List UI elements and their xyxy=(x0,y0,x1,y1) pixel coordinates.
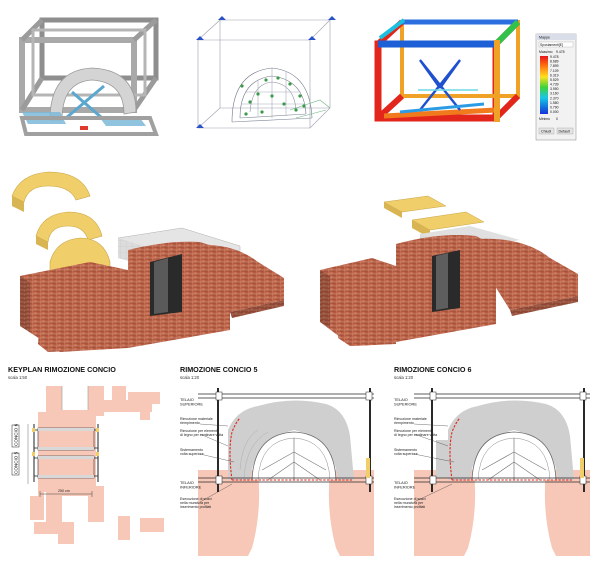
r6-telaio-sup-2: SUPERIORE xyxy=(394,402,417,407)
palette-min-label: Minimo xyxy=(539,117,550,121)
r5-note3b: volta superiore xyxy=(180,452,204,456)
r5-note3a: Sistemamento xyxy=(180,448,203,452)
palette-close-label: Chiudi xyxy=(541,129,551,133)
palette-values: 9.4788.6897.8997.1096.3195.5294.7393.950… xyxy=(550,55,559,114)
palette-value: 0.000 xyxy=(550,110,559,114)
palette-dialog: Mappe Spostamenti[E] Massimo 9.478 9.478… xyxy=(535,33,577,141)
removal5-scale: scala 1:20 xyxy=(180,375,200,380)
model-fem-wireframe xyxy=(197,19,331,129)
r6-note3a: Sistemamento xyxy=(394,448,417,452)
model-render-gray-frame xyxy=(19,17,159,136)
palette-value: 3.950 xyxy=(550,87,559,91)
palette-close-button[interactable] xyxy=(538,127,555,135)
keyplan-label-concio6: CONCIO 6 xyxy=(14,423,19,446)
section-drawing-concio5: RIMOZIONE CONCIO 5 scala 1:20 TELAIO SUP… xyxy=(180,365,374,556)
r5-telaio-sup-1: TELAIO xyxy=(180,397,194,402)
keyplan-dimension: 250 cm xyxy=(58,489,70,493)
palette-field: Spostamenti[E] xyxy=(540,43,563,47)
palette-field-select[interactable] xyxy=(538,41,574,48)
keyplan-drawing: KEYPLAN RIMOZIONE CONCIO scala 1:50 250 … xyxy=(8,365,164,544)
r5-note4c: inserimento profilati xyxy=(180,505,211,509)
voussoir-piece-2 xyxy=(35,211,103,243)
removal5-title: RIMOZIONE CONCIO 5 xyxy=(180,365,257,374)
r6-note1b: riempimento xyxy=(394,421,414,425)
palette-title: Mappe xyxy=(539,36,550,40)
palette-value: 8.689 xyxy=(550,60,559,64)
r6-telaio-inf-2: INFERIORE xyxy=(394,485,416,490)
r5-telaio-inf-2: INFERIORE xyxy=(180,485,202,490)
color-ramp xyxy=(540,56,548,114)
keyplan-title: KEYPLAN RIMOZIONE CONCIO xyxy=(8,365,116,374)
r6-note1a: Rimozione materiale xyxy=(394,417,427,421)
r6-note4c: inserimento profilati xyxy=(394,505,425,509)
removal6-scale: scala 1:20 xyxy=(394,375,414,380)
palette-value: 4.739 xyxy=(550,83,559,87)
r6-note2b: di legno per centinare volta xyxy=(394,433,437,437)
r5-telaio-inf-1: TELAIO xyxy=(180,480,194,485)
fem-supports xyxy=(196,16,336,128)
palette-value: 0.790 xyxy=(550,105,559,109)
removal6-title: RIMOZIONE CONCIO 6 xyxy=(394,365,471,374)
r5-note4a: Esecuzione di scavi xyxy=(180,497,212,501)
palette-default-label: Default xyxy=(559,129,570,133)
palette-max-label: Massimo xyxy=(539,50,553,54)
palette-min-value: 0 xyxy=(556,117,558,121)
model-stress-map xyxy=(374,18,521,122)
voussoir-piece-1 xyxy=(11,171,91,203)
palette-default-button[interactable] xyxy=(556,127,574,135)
palette-value: 1.580 xyxy=(550,101,559,105)
r6-telaio-sup-1: TELAIO xyxy=(394,397,408,402)
r5-note4b: nella muratura per xyxy=(180,501,210,505)
fem-nodes xyxy=(240,76,306,116)
r5-note1b: riempimento xyxy=(180,421,200,425)
masonry-render-left xyxy=(11,171,284,352)
section-drawing-concio6: RIMOZIONE CONCIO 6 scala 1:20 TELAIO SUP… xyxy=(394,365,590,556)
palette-value: 3.160 xyxy=(550,92,559,96)
r5-note2a: Rimozione per elementi xyxy=(180,429,218,433)
r5-note2b: di legno per centinare volta xyxy=(180,433,223,437)
keyplan-scale: scala 1:50 xyxy=(8,375,28,380)
keyplan-label-concio5: CONCIO 5 xyxy=(14,451,19,474)
palette-value: 7.899 xyxy=(550,64,559,68)
palette-value: 9.478 xyxy=(550,55,559,59)
masonry-render-right xyxy=(320,195,578,346)
r6-note4a: Esecuzione di scavi xyxy=(394,497,426,501)
r5-telaio-sup-2: SUPERIORE xyxy=(180,402,203,407)
r6-note4b: nella muratura per xyxy=(394,501,424,505)
r6-note3b: volta superiore xyxy=(394,452,418,456)
palette-value: 2.370 xyxy=(550,96,559,100)
palette-value: 5.529 xyxy=(550,78,559,82)
r5-note1a: Rimozione materiale xyxy=(180,417,213,421)
r6-telaio-inf-1: TELAIO xyxy=(394,480,408,485)
palette-value: 7.109 xyxy=(550,69,559,73)
palette-value: 6.319 xyxy=(550,73,559,77)
r6-note2a: Rimozione per elementi xyxy=(394,429,432,433)
palette-max-value: 9.478 xyxy=(556,50,565,54)
